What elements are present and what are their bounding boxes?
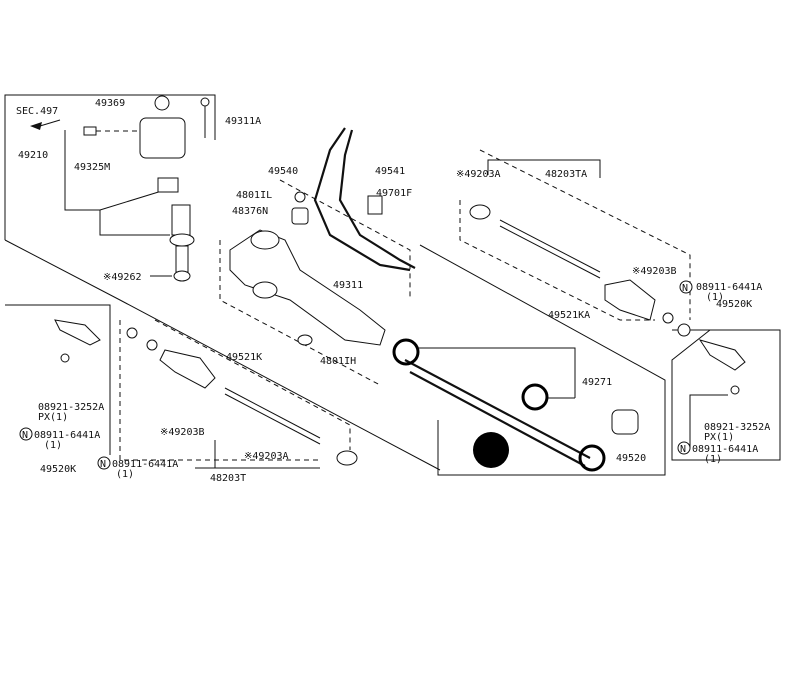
label-48203T: 48203T <box>210 473 246 484</box>
label-49203A-top: ※49203A <box>456 169 501 180</box>
gear-housing <box>229 127 416 346</box>
label-49325M: 49325M <box>74 162 110 173</box>
label-sec497: SEC.497 <box>16 106 58 117</box>
label-08911-l2-qty: (1) <box>116 469 134 480</box>
label-4801IL: 4801IL <box>236 190 272 201</box>
nut-n-icon: N <box>682 283 688 294</box>
boot-right <box>604 279 656 321</box>
label-48203TA: 48203TA <box>545 169 587 180</box>
label-49311A: 49311A <box>225 116 261 127</box>
label-08911-l2: 08911-6441A <box>112 459 178 470</box>
seal-49271-2 <box>521 383 549 411</box>
label-08921-r-qty: PX(1) <box>704 432 734 443</box>
spring <box>171 204 191 236</box>
label-49369: 49369 <box>95 98 125 109</box>
rack-bar <box>404 359 591 459</box>
right-boot-assembly <box>469 159 746 455</box>
blackout-marker <box>473 432 509 468</box>
label-08911-r1: 08911-6441A <box>696 282 762 293</box>
housing-49311 <box>229 229 386 346</box>
rack-assembly <box>392 338 639 472</box>
part-labels: SEC.497 49369 49311A 49210 49325M ※49262… <box>16 98 770 484</box>
valve-49262 <box>175 245 189 273</box>
seal-4801IH <box>297 334 313 346</box>
label-08911-r2-qty: (1) <box>704 454 722 465</box>
clamp-49203B <box>662 312 674 324</box>
label-08921-r: 08921-3252A <box>704 422 770 433</box>
group-outlines <box>4 94 781 476</box>
tie-rod-end-right <box>698 339 746 371</box>
clip-49701F <box>367 195 383 215</box>
inner-socket-rod <box>499 219 601 273</box>
label-49521K: 49521K <box>226 352 262 363</box>
label-49262: ※49262 <box>103 272 141 283</box>
cap-49369 <box>154 95 170 111</box>
label-08911-r2: 08911-6441A <box>692 444 758 455</box>
nut-n-icon: N <box>100 459 106 470</box>
label-49203B-right: ※49203B <box>632 266 677 277</box>
label-49520: 49520 <box>616 453 646 464</box>
label-49210: 49210 <box>18 150 48 161</box>
label-48376N: 48376N <box>232 206 268 217</box>
label-49540: 49540 <box>268 166 298 177</box>
valve-housing <box>139 117 186 159</box>
nut-left <box>126 327 138 339</box>
label-49520K-left: 49520K <box>40 464 76 475</box>
union-49325M <box>83 126 97 136</box>
mount-49520 <box>611 409 639 435</box>
label-08921-l: 08921-3252A <box>38 402 104 413</box>
label-49203A-bottom: ※49203A <box>244 451 289 462</box>
inner-socket-rod-left <box>224 387 321 439</box>
nut-n-icon: N <box>22 430 28 441</box>
label-4801IH: 4801IH <box>320 356 356 367</box>
label-49541: 49541 <box>375 166 405 177</box>
nut-n-icon: N <box>680 444 686 455</box>
clamp-49203A <box>469 204 491 220</box>
label-49271: 49271 <box>582 377 612 388</box>
label-08911-l1-qty: (1) <box>44 440 62 451</box>
arrow-icon <box>30 122 42 130</box>
label-49203B-left: ※49203B <box>160 427 205 438</box>
seal-49271-1 <box>392 338 420 366</box>
label-49520K: 49520K <box>716 299 752 310</box>
clamp-49203A-left <box>336 450 358 466</box>
connector <box>157 177 179 193</box>
label-49521KA: 49521KA <box>548 310 590 321</box>
pipe-49541 <box>338 129 416 269</box>
boot-left <box>159 349 216 389</box>
nut-right <box>677 323 691 337</box>
left-boot-assembly <box>19 319 358 470</box>
label-08921-l-qty: PX(1) <box>38 412 68 423</box>
label-08911-l1: 08911-6441A <box>34 430 100 441</box>
valve-assembly <box>30 95 210 282</box>
seal-49271-3 <box>578 444 606 472</box>
tie-rod-end-left <box>54 319 101 346</box>
nut-markers: N N N N <box>22 283 688 470</box>
label-49701F: 49701F <box>376 188 412 199</box>
label-49311: 49311 <box>333 280 363 291</box>
pipe-49540 <box>313 127 411 272</box>
bushing-48376N <box>291 207 309 225</box>
label-08911-r1-qty: (1) <box>706 292 724 303</box>
seal-4801IL <box>294 191 306 203</box>
